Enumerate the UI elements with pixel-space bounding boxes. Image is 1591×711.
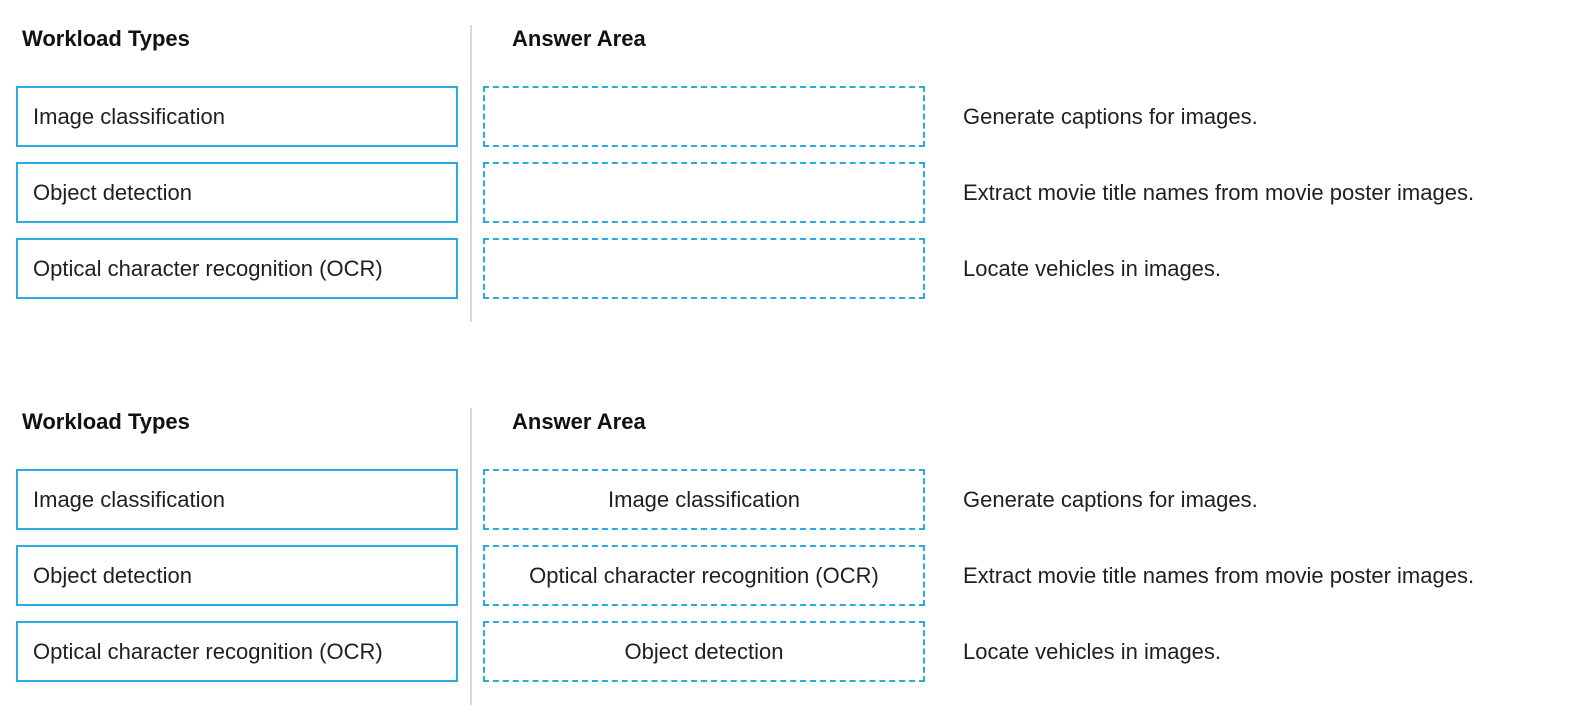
answer-drop-slot-3[interactable] bbox=[483, 238, 925, 299]
workload-option-image-classification[interactable]: Image classification bbox=[16, 469, 458, 530]
task-description-2: Extract movie title names from movie pos… bbox=[963, 179, 1475, 205]
task-description-3: Locate vehicles in images. bbox=[963, 638, 1222, 664]
task-description-1: Generate captions for images. bbox=[963, 103, 1258, 129]
answer-area-header: Answer Area bbox=[512, 26, 646, 51]
workload-option-ocr[interactable]: Optical character recognition (OCR) bbox=[16, 621, 458, 682]
question-section-answered: Workload Types Answer Area Image classif… bbox=[0, 383, 1591, 711]
workload-option-object-detection[interactable]: Object detection bbox=[16, 162, 458, 223]
answer-drop-slot-1-filled[interactable]: Image classification bbox=[483, 469, 925, 530]
answer-drop-slot-3-filled[interactable]: Object detection bbox=[483, 621, 925, 682]
task-description-1: Generate captions for images. bbox=[963, 486, 1258, 512]
column-divider bbox=[470, 25, 472, 322]
answer-drop-slot-2[interactable] bbox=[483, 162, 925, 223]
workload-option-image-classification[interactable]: Image classification bbox=[16, 86, 458, 147]
task-description-3: Locate vehicles in images. bbox=[963, 255, 1222, 281]
question-section-blank: Workload Types Answer Area Image classif… bbox=[16, 25, 1475, 322]
answer-drop-slot-2-filled[interactable]: Optical character recognition (OCR) bbox=[483, 545, 925, 606]
column-divider bbox=[470, 408, 472, 705]
answer-drop-slot-1[interactable] bbox=[483, 86, 925, 147]
workload-types-header: Workload Types bbox=[22, 26, 190, 51]
workload-option-object-detection[interactable]: Object detection bbox=[16, 545, 458, 606]
workload-types-header: Workload Types bbox=[22, 409, 190, 434]
workload-option-ocr[interactable]: Optical character recognition (OCR) bbox=[16, 238, 458, 299]
task-description-2: Extract movie title names from movie pos… bbox=[963, 562, 1475, 588]
answer-area-header: Answer Area bbox=[512, 409, 646, 434]
